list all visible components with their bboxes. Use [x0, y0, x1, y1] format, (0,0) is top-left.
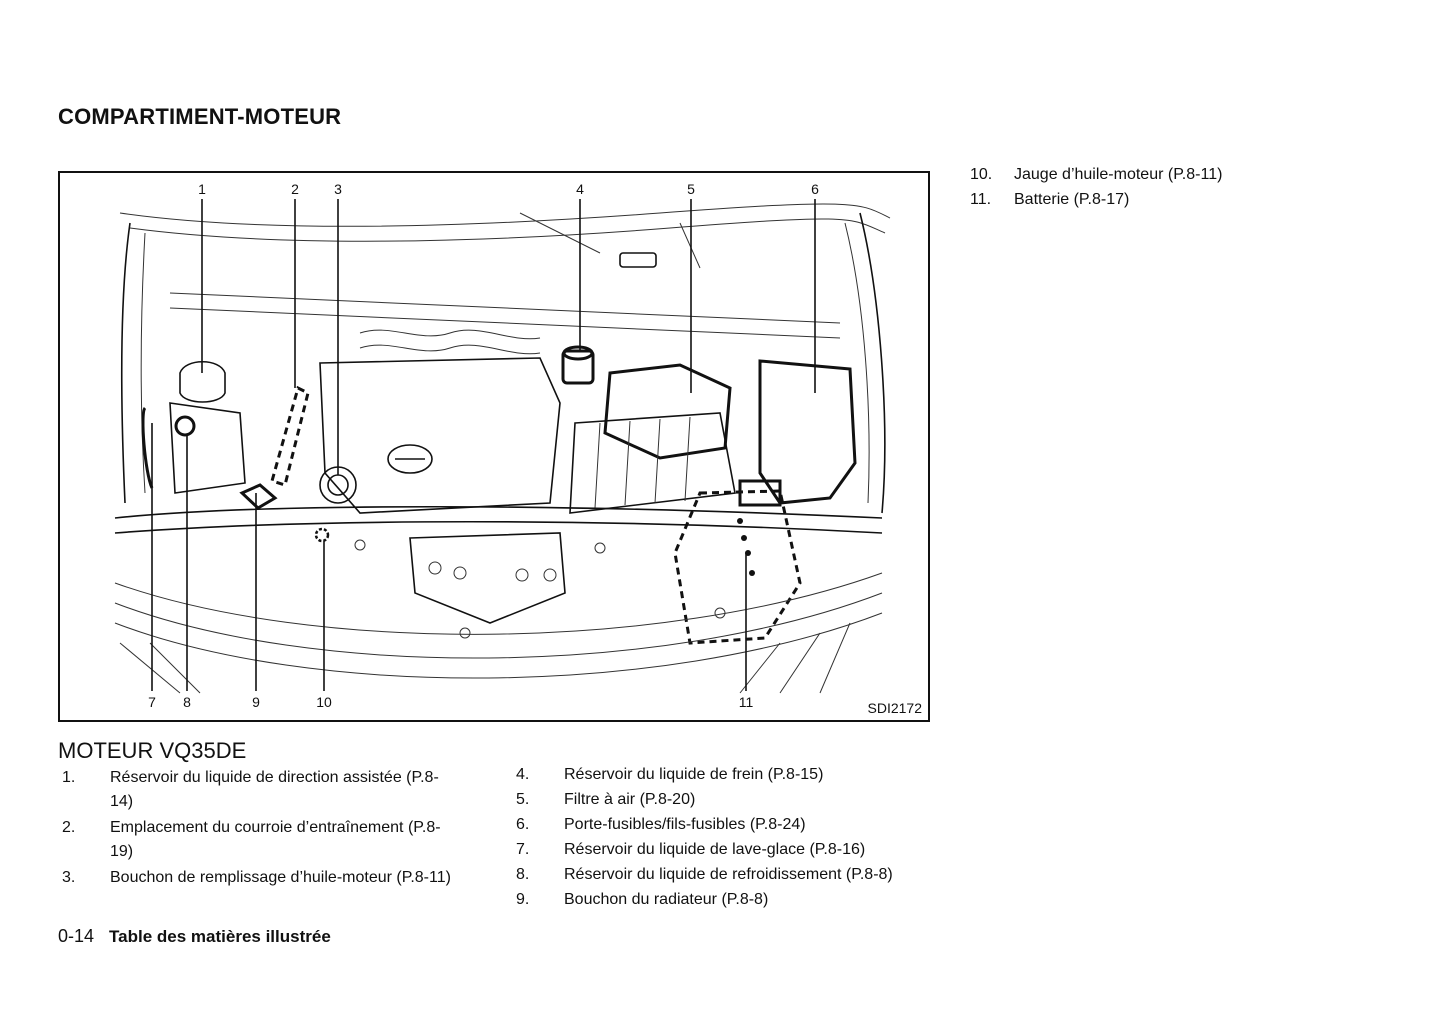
- nissan-emblem: [387, 444, 433, 474]
- callout-8: 8: [183, 694, 191, 710]
- item-text: Filtre à air (P.8-20): [564, 791, 696, 808]
- item-text: Porte-fusibles/fils-fusibles (P.8-24): [564, 816, 806, 833]
- component-list-middle: 4. Réservoir du liquide de frein (P.8-15)…: [516, 762, 946, 912]
- coolant-reservoir-cap: [174, 415, 196, 437]
- washer-reservoir-neck: [141, 406, 154, 489]
- item-number: 11.: [970, 191, 992, 208]
- item-text: Bouchon de remplissage d’huile-moteur (P…: [110, 869, 451, 886]
- component-list-left: 1. Réservoir du liquide de direction assi…: [62, 766, 452, 892]
- item-number: 8.: [516, 866, 530, 883]
- item-number: 1.: [62, 769, 76, 786]
- footer-title: Table des matières illustrée: [109, 927, 331, 946]
- hood-line: [119, 203, 891, 227]
- item-number: 7.: [516, 841, 530, 858]
- section-title: COMPARTIMENT-MOTEUR: [58, 104, 342, 129]
- list-item: 3. Bouchon de remplissage d’huile-moteur …: [62, 866, 452, 890]
- power-steering-reservoir: [179, 361, 226, 403]
- oil-dipstick: [314, 527, 330, 543]
- radiator-support: [114, 505, 883, 519]
- item-text: Réservoir du liquide de frein (P.8-15): [564, 766, 824, 783]
- item-text: Emplacement du courroie d’entraînement (…: [110, 819, 441, 860]
- item-text: Réservoir du liquide de direction assist…: [110, 769, 439, 810]
- item-text: Batterie (P.8-17): [1014, 191, 1130, 208]
- list-item: 5. Filtre à air (P.8-20): [516, 787, 946, 812]
- callout-4: 4: [576, 181, 584, 197]
- list-item: 9. Bouchon du radiateur (P.8-8): [516, 887, 946, 912]
- list-item: 4. Réservoir du liquide de frein (P.8-15): [516, 762, 946, 787]
- item-number: 2.: [62, 819, 76, 836]
- brake-fluid-reservoir: [561, 349, 595, 385]
- list-item: 6. Porte-fusibles/fils-fusibles (P.8-24): [516, 812, 946, 837]
- fuse-box: [758, 359, 857, 505]
- callout-9: 9: [252, 694, 260, 710]
- right-fender: [859, 212, 886, 514]
- list-item: 10. Jauge d’huile-moteur (P.8-11): [970, 162, 1370, 187]
- drive-belt-location: [270, 385, 310, 487]
- item-text: Bouchon du radiateur (P.8-8): [564, 891, 769, 908]
- callout-3: 3: [334, 181, 342, 197]
- callout-6: 6: [811, 181, 819, 197]
- radiator-cap: [239, 483, 278, 510]
- page-number: 0-14: [58, 926, 95, 946]
- callout-2: 2: [291, 181, 299, 197]
- page-footer: 0-14 Table des matières illustrée: [58, 926, 331, 947]
- callout-1: 1: [198, 181, 206, 197]
- washer-nozzle: [619, 252, 657, 268]
- component-list-right: 10. Jauge d’huile-moteur (P.8-11) 11. Batt…: [970, 162, 1370, 212]
- item-number: 9.: [516, 891, 530, 908]
- engine-illustration: 1 2 3 4 5 6 7 8 9 10 11: [114, 181, 891, 710]
- item-number: 4.: [516, 766, 530, 783]
- item-text: Jauge d’huile-moteur (P.8-11): [1014, 166, 1223, 183]
- item-number: 5.: [516, 791, 530, 808]
- list-item: 2. Emplacement du courroie d’entraînement…: [62, 816, 452, 864]
- callout-5: 5: [687, 181, 695, 197]
- air-filter: [603, 363, 732, 460]
- figure-code: SDI2172: [867, 700, 922, 716]
- list-item: 8. Réservoir du liquide de refroidissemen…: [516, 862, 946, 887]
- list-item: 7. Réservoir du liquide de lave-glace (P.…: [516, 837, 946, 862]
- item-number: 3.: [62, 869, 76, 886]
- engine-compartment-figure: 1 2 3 4 5 6 7 8 9 10 11 SDI2172: [58, 171, 930, 722]
- item-text: Réservoir du liquide de lave-glace (P.8-…: [564, 841, 866, 858]
- left-fender: [120, 222, 131, 504]
- callout-7: 7: [148, 694, 156, 710]
- item-number: 10.: [970, 166, 993, 183]
- callout-10: 10: [316, 694, 332, 710]
- engine-title: MOTEUR VQ35DE: [58, 738, 247, 763]
- list-item: 11. Batterie (P.8-17): [970, 187, 1370, 212]
- list-item: 1. Réservoir du liquide de direction assi…: [62, 766, 452, 814]
- item-text: Réservoir du liquide de refroidissement …: [564, 866, 893, 883]
- item-number: 6.: [516, 816, 530, 833]
- callout-11: 11: [739, 694, 754, 710]
- hood-latch: [409, 532, 566, 624]
